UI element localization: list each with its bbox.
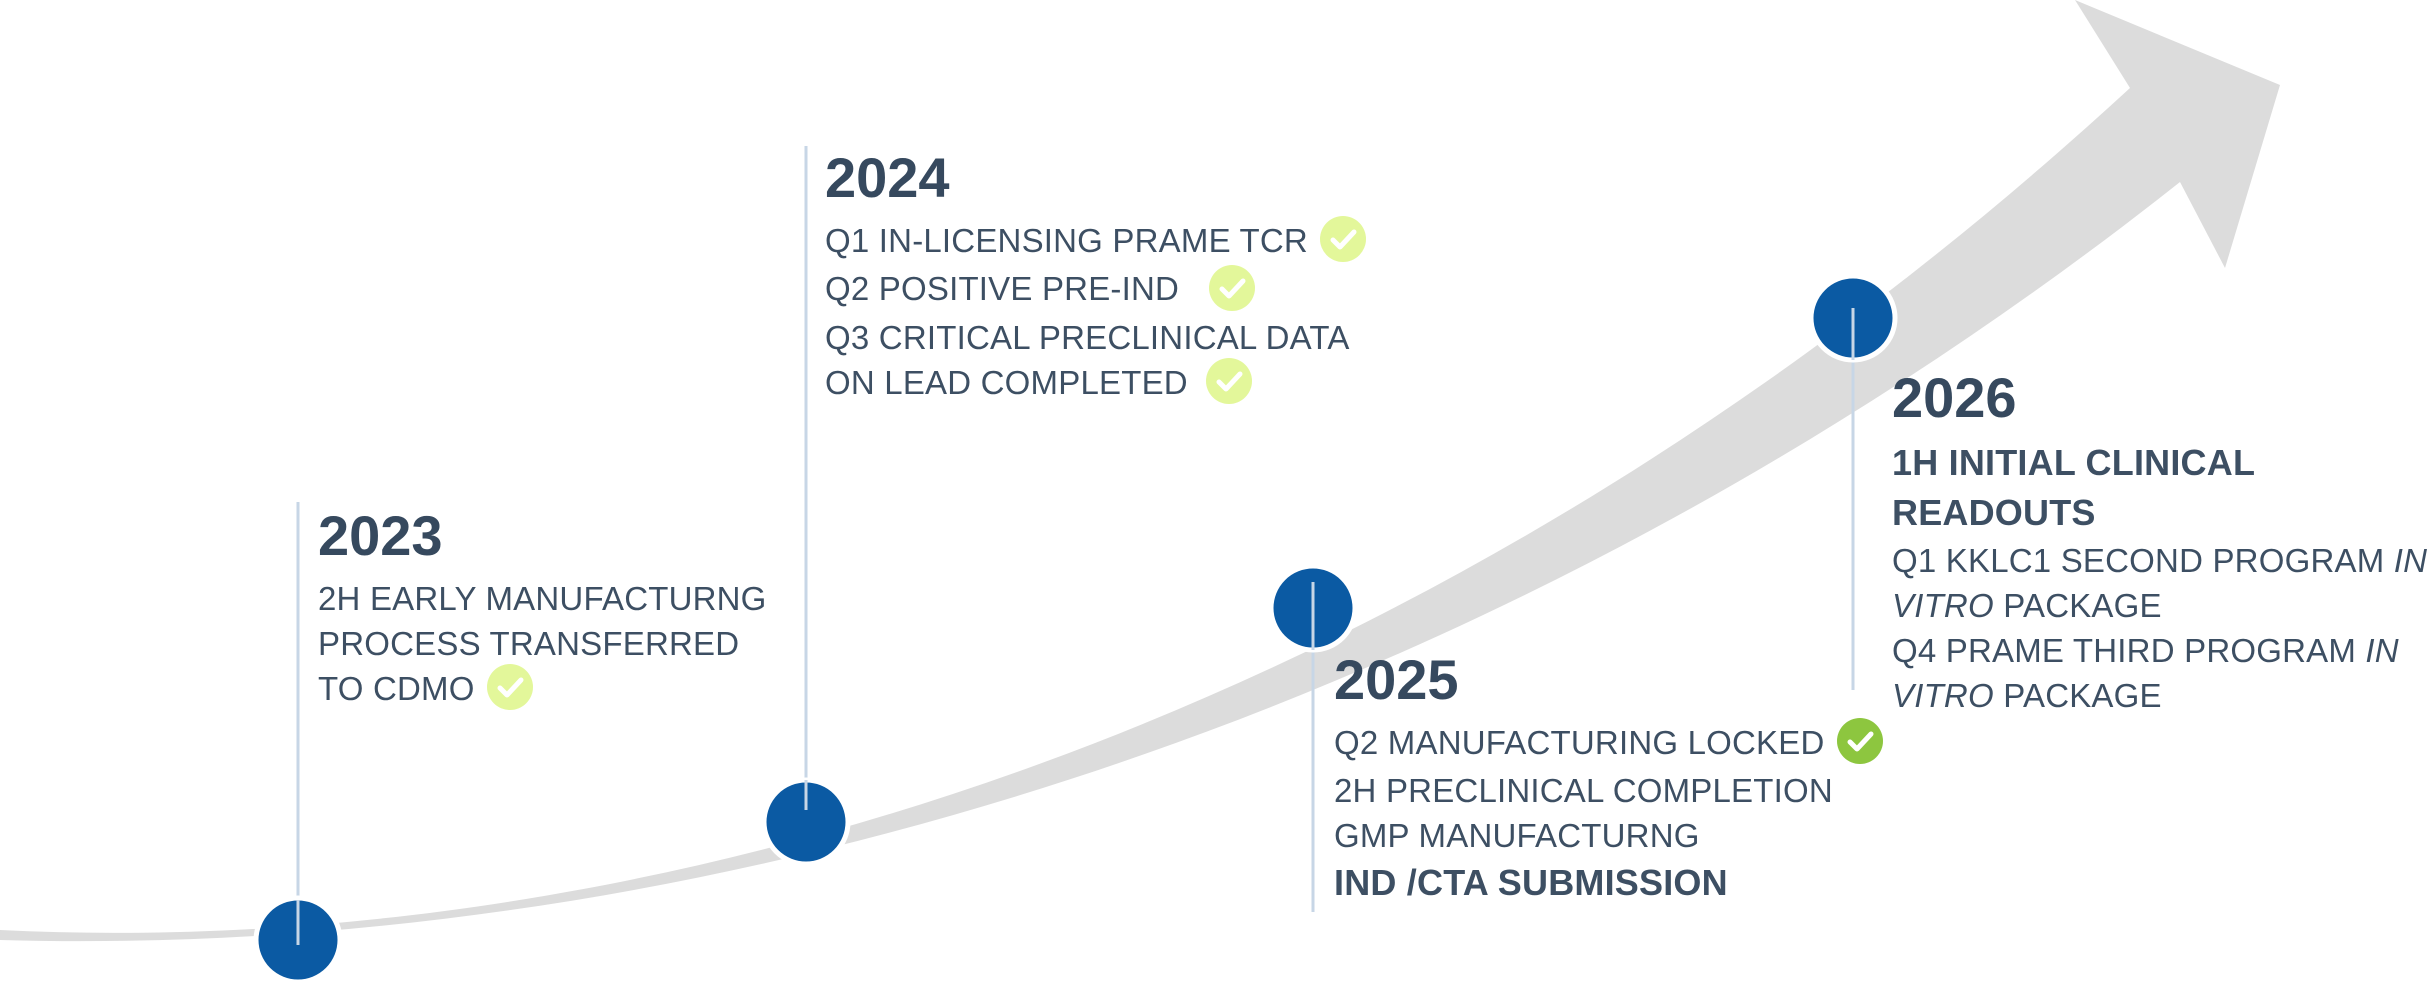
milestone-line: Q2 MANUFACTURING LOCKED [1334, 718, 1883, 768]
milestone-line: 2H PRECLINICAL COMPLETION [1334, 772, 1833, 810]
growth-arrow-body [0, 0, 2280, 942]
year-label: 2024 [825, 146, 950, 209]
milestone-line: ON LEAD COMPLETED [825, 357, 1366, 408]
milestone-2023: 2023 2H EARLY MANUFACTURNG PROCESS TRANS… [318, 508, 767, 714]
milestone-line: VITRO PACKAGE [1892, 587, 2162, 624]
milestone-line: Q1 IN-LICENSING PRAME TCR [825, 216, 1366, 266]
check-icon [1209, 264, 1256, 311]
milestone-line: GMP MANUFACTURNG [1334, 817, 1700, 855]
node-2024 [761, 777, 851, 867]
check-icon [1205, 357, 1252, 404]
check-icon [1319, 216, 1366, 263]
year-label: 2025 [1334, 648, 1459, 711]
milestone-line: VITRO PACKAGE [1892, 677, 2162, 714]
milestone-line: Q2 POSITIVE PRE-IND [825, 264, 1366, 314]
milestone-line: Q3 CRITICAL PRECLINICAL DATA [825, 318, 1350, 356]
check-icon [1836, 718, 1883, 765]
node-2023 [253, 895, 343, 981]
milestone-2024: 2024 Q1 IN-LICENSING PRAME TCR Q2 POSITI… [825, 150, 1366, 408]
milestone-line: Q4 PRAME THIRD PROGRAM IN [1892, 632, 2399, 669]
milestone-2026: 2026 1H INITIAL CLINICAL READOUTS Q1 KKL… [1892, 370, 2427, 718]
node-2025 [1268, 563, 1358, 653]
milestone-line: TO CDMO [318, 664, 767, 714]
milestone-line: PROCESS TRANSFERRED [318, 625, 740, 662]
milestone-line: READOUTS [1892, 492, 2096, 533]
milestone-line: 2H EARLY MANUFACTURNG [318, 580, 767, 617]
check-icon [486, 664, 533, 711]
year-label: 2026 [1892, 366, 2017, 429]
milestone-line: Q1 KKLC1 SECOND PROGRAM IN [1892, 542, 2428, 579]
milestone-line: IND /CTA SUBMISSION [1334, 862, 1728, 904]
milestone-2025: 2025 Q2 MANUFACTURING LOCKED 2H PRECLINI… [1334, 652, 1883, 908]
milestone-line: 1H INITIAL CLINICAL [1892, 442, 2256, 483]
node-2026 [1808, 273, 1898, 363]
year-label: 2023 [318, 504, 443, 567]
